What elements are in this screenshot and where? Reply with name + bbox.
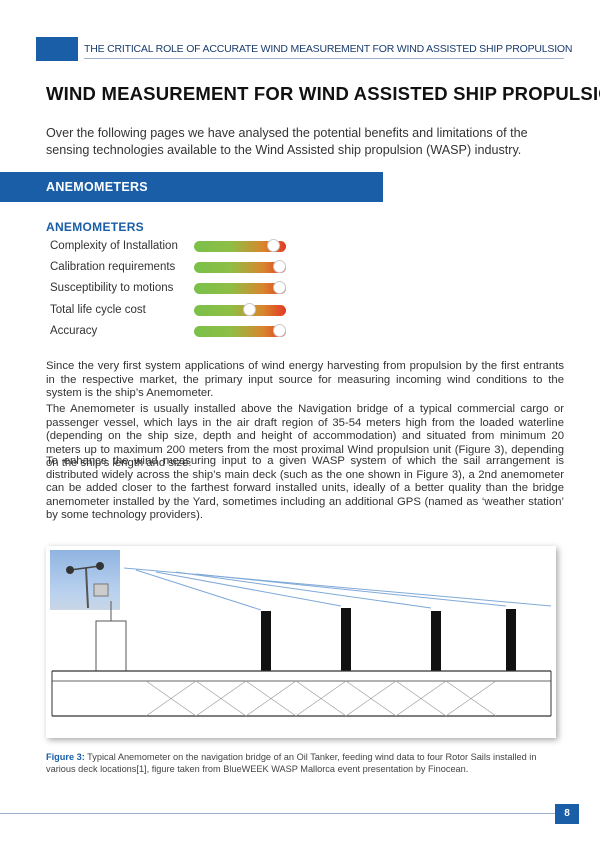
page-number-block: 8 [555,804,579,824]
rating-row: Total life cycle cost [50,303,350,318]
header-accent-block [36,37,78,61]
rating-row: Calibration requirements [50,260,350,275]
rating-gauge [194,303,286,316]
header-rule [84,58,564,59]
section-title: ANEMOMETERS [46,180,148,194]
section-band: ANEMOMETERS [0,172,383,202]
rating-gauge [194,260,286,273]
rating-gauge [194,281,286,294]
body-paragraph: To enhance the wind measuring input to a… [46,455,564,521]
rating-label: Complexity of Installation [50,240,178,252]
ship-profile-drawing [51,567,552,717]
rating-row: Complexity of Installation [50,239,350,254]
gauge-knob [266,239,280,252]
gauge-knob [273,324,286,337]
rating-row: Susceptibility to motions [50,281,350,296]
anemometer-photo [50,550,120,610]
running-header: THE CRITICAL ROLE OF ACCURATE WIND MEASU… [84,43,573,55]
page-number: 8 [564,808,570,819]
gauge-knob [273,281,286,294]
rating-title: ANEMOMETERS [46,220,144,234]
intro-paragraph: Over the following pages we have analyse… [46,126,528,157]
caption-label: Figure 3: [46,752,85,762]
caption-text: Typical Anemometer on the navigation bri… [46,752,537,774]
rating-gauge [194,324,286,337]
page-title: WIND MEASUREMENT FOR WIND ASSISTED SHIP … [46,83,600,104]
rating-gauge [194,239,286,252]
rating-row: Accuracy [50,324,350,339]
gauge-knob [273,260,286,273]
footer-rule [0,813,564,814]
figure-caption: Figure 3: Typical Anemometer on the navi… [46,751,566,775]
figure-ship-diagram [46,546,556,738]
body-paragraph: Since the very first system applications… [46,360,564,399]
rating-label: Accuracy [50,325,98,337]
rating-label: Susceptibility to motions [50,282,174,294]
anemometer-icon [66,562,109,609]
gauge-knob [242,303,256,316]
rating-label: Calibration requirements [50,261,176,273]
rating-label: Total life cycle cost [50,304,146,316]
body-paragraph: The Anemometer is usually installed abov… [46,403,564,469]
